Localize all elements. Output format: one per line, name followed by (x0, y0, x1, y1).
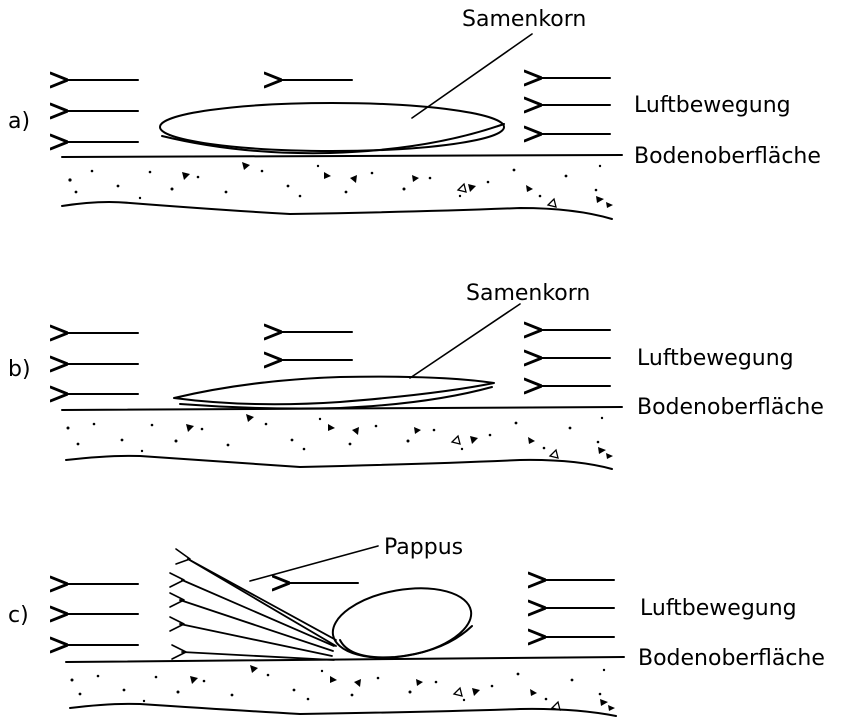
panel-a-air-arrows (66, 78, 610, 142)
panel-a-air-label: Luftbewegung (634, 93, 791, 118)
panel-b-air-label: Luftbewegung (637, 346, 794, 371)
panel-c-letter: c) (8, 603, 29, 628)
panel-a-ground-surface (62, 155, 622, 157)
panel-a-ground-label: Bodenoberfläche (634, 144, 821, 169)
panel-c-ground-surface (66, 657, 624, 662)
panel-c-seed (327, 578, 476, 667)
panel-c-air-arrows (66, 580, 614, 645)
panel-a-soil-particles (68, 162, 613, 208)
panel-a-seed (160, 103, 504, 153)
panel-a-seed-label: Samenkorn (462, 7, 586, 32)
panel-c-ground-label: Bodenoberfläche (638, 646, 825, 671)
panel-b-seed (174, 377, 494, 409)
panel-c-pappus-leader (250, 546, 378, 581)
panel-c-pappus-label: Pappus (384, 535, 463, 560)
panel-a-letter: a) (8, 109, 30, 134)
panel-b-soil-bottom (66, 456, 612, 469)
panel-a-seed-leader (412, 34, 532, 118)
panel-c-pappus (170, 549, 336, 660)
panel-b-letter: b) (8, 357, 31, 382)
panel-c: c) Pappus Luf (8, 535, 825, 716)
panel-c-air-label: Luftbewegung (640, 596, 797, 621)
panel-b-seed-label: Samenkorn (466, 281, 590, 306)
panel-c-soil-bottom (70, 704, 616, 716)
panel-a: a) Samenkorn Luftbewegung Bodenoberfläch… (8, 7, 821, 219)
panel-a-soil-bottom (62, 202, 612, 219)
panel-b-soil-particles (67, 414, 614, 459)
panel-b-air-arrows (66, 330, 610, 394)
panel-b-seed-leader (410, 304, 520, 378)
panel-b-ground-label: Bodenoberfläche (637, 395, 824, 420)
panel-b: b) Samenkorn Luftbewegung Bodenoberfläch… (8, 281, 824, 469)
